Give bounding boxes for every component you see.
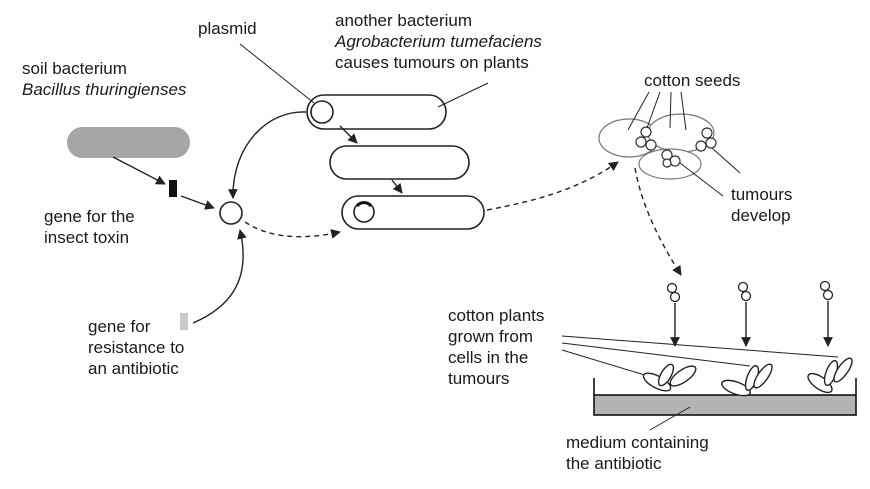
agrobacterium-name: Agrobacterium tumefaciens <box>335 32 542 51</box>
inserted-gene-mark <box>355 201 373 208</box>
tumours-develop-line1: tumours <box>731 185 793 204</box>
resistance-gene-fragment <box>180 313 188 330</box>
arrow-gene-to-plasmid <box>180 195 215 210</box>
cotton-plants-line4: tumours <box>448 369 510 388</box>
agrobacterium-cell-1 <box>306 94 447 130</box>
arrow-bacterium-to-seeds <box>486 161 619 211</box>
plasmid-label: plasmid <box>198 18 257 39</box>
cotton-plants-line3: cells in the <box>448 348 529 367</box>
medium-leader-line <box>649 406 691 431</box>
cotton-plants-leader-lines <box>561 335 839 377</box>
arrow-resistance-to-plasmid <box>192 229 247 324</box>
toxin-gene-line1: gene for the <box>44 207 135 226</box>
plasmid-circle <box>219 201 243 225</box>
medium-label: medium containing the antibiotic <box>566 432 709 474</box>
agar-tray <box>593 378 857 416</box>
agrobacterium-line1: another bacterium <box>335 11 473 30</box>
seedling-3 <box>807 357 853 394</box>
soil-bacterium-line1: soil bacterium <box>22 59 127 78</box>
cotton-seeds-text: cotton seeds <box>644 71 741 90</box>
agrobacterium-cell-2 <box>329 145 470 180</box>
agrobacterium-label: another bacterium Agrobacterium tumefaci… <box>335 10 542 73</box>
resistance-gene-line3: an antibiotic <box>88 359 179 378</box>
medium-line1: medium containing <box>566 433 709 452</box>
seedling-2 <box>721 363 773 397</box>
toxin-gene-line2: insect toxin <box>44 228 130 247</box>
toxin-gene-fragment <box>169 180 177 197</box>
bacillus-cell <box>67 127 190 158</box>
resistance-gene-line1: gene for <box>88 317 151 336</box>
cotton-seeds-label: cotton seeds <box>644 70 740 91</box>
tumours-develop-label: tumours develop <box>731 184 792 226</box>
arrow-bacillus-to-gene <box>112 156 166 185</box>
seedling-1 <box>642 363 697 392</box>
cotton-plants-line2: grown from <box>448 327 534 346</box>
cotton-seeds-leader-lines <box>627 91 687 131</box>
cotton-plants-label: cotton plants grown from cells in the tu… <box>448 305 544 389</box>
plasmid-leader-line <box>239 43 315 104</box>
bacillus-name: Bacillus thuringienses <box>22 80 187 99</box>
arrow-division-2 <box>391 179 403 194</box>
arrow-agrobacterium-plasmid-to-plasmid <box>227 111 307 199</box>
agrobacterium-cell-3 <box>341 195 485 230</box>
agrobacterium-line3: causes tumours on plants <box>335 53 529 72</box>
agrobacterium-leader-line <box>437 82 489 108</box>
plasmid-text: plasmid <box>198 19 257 38</box>
tumour-cluster <box>635 126 717 168</box>
tumour-cells-row <box>666 280 834 303</box>
arrow-plasmid-to-bacterium <box>244 221 341 239</box>
toxin-gene-label: gene for the insect toxin <box>44 206 135 248</box>
cotton-plants-line1: cotton plants <box>448 306 545 325</box>
medium-line2: the antibiotic <box>566 454 662 473</box>
resistance-gene-label: gene for resistance to an antibiotic <box>88 316 184 379</box>
tumours-leader-lines <box>679 147 741 197</box>
arrow-division-1 <box>339 125 358 144</box>
native-plasmid <box>310 100 334 124</box>
arrow-tumours-to-plants <box>634 167 682 276</box>
resistance-gene-line2: resistance to <box>88 338 185 357</box>
tumours-develop-line2: develop <box>731 206 791 225</box>
soil-bacterium-label: soil bacterium Bacillus thuringienses <box>22 58 186 100</box>
